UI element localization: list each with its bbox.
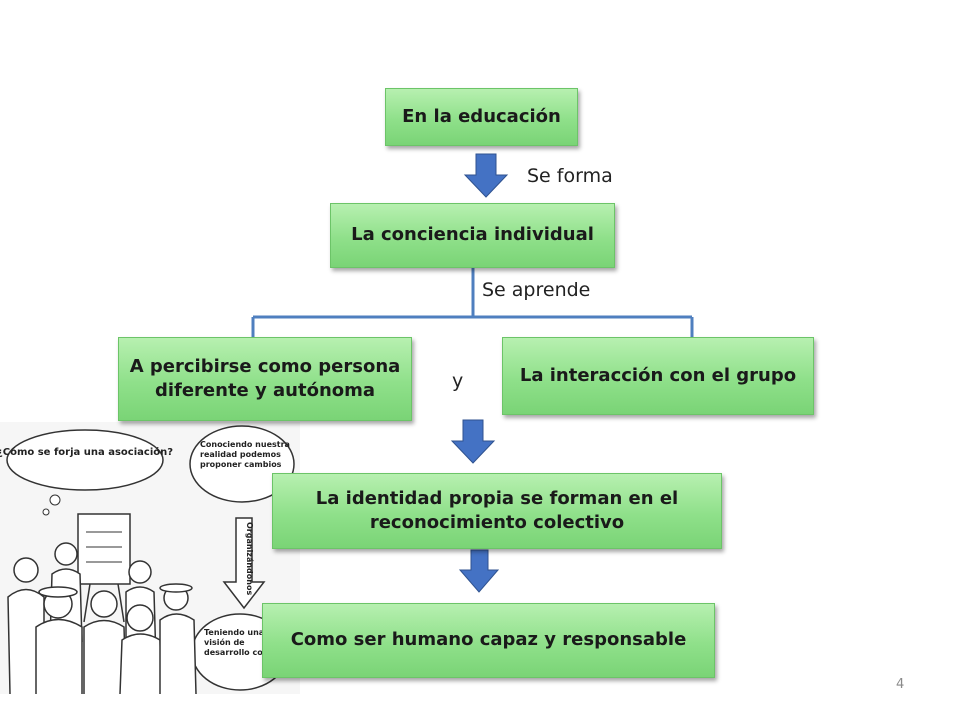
svg-text:¿Cómo se forja una asociación?: ¿Cómo se forja una asociación? bbox=[0, 446, 173, 458]
speech-bubble-line: ¿Cómo se forja una asociación? bbox=[0, 446, 173, 458]
node-perceive-self: A percibirse como persona diferente y au… bbox=[118, 337, 412, 421]
node-human-being: Como ser humano capaz y responsable bbox=[262, 603, 715, 678]
top-circle-text: Conociendo nuestra realidad podemos prop… bbox=[200, 440, 290, 469]
node-own-identity: La identidad propia se forman en el reco… bbox=[272, 473, 722, 549]
flipchart bbox=[77, 513, 131, 623]
label-se-forma: Se forma bbox=[527, 165, 613, 187]
bottom-circle-text: Teniendo una visión de desarrollo común bbox=[204, 628, 283, 657]
people-group bbox=[7, 542, 197, 694]
label-se-aprende: Se aprende bbox=[482, 279, 591, 301]
page-number: 4 bbox=[896, 677, 905, 692]
node-individual-conscience: La conciencia individual bbox=[330, 203, 615, 268]
node-group-interaction: La interacción con el grupo bbox=[502, 337, 814, 415]
top-circle bbox=[189, 425, 295, 503]
arrow-text: Organizándonos bbox=[245, 522, 254, 595]
node-education: En la educación bbox=[385, 88, 578, 146]
branch-connector bbox=[251, 268, 694, 337]
down-arrow-icon bbox=[458, 549, 500, 593]
down-arrow-icon bbox=[463, 153, 509, 198]
association-illustration: ¿Cómo se forja una asociación? Conociend… bbox=[0, 422, 300, 694]
down-arrow-icon bbox=[450, 419, 496, 464]
speech-bubble: ¿Cómo se forja una asociación? bbox=[0, 429, 173, 516]
label-y: y bbox=[452, 370, 464, 392]
organize-arrow-icon bbox=[222, 517, 266, 610]
